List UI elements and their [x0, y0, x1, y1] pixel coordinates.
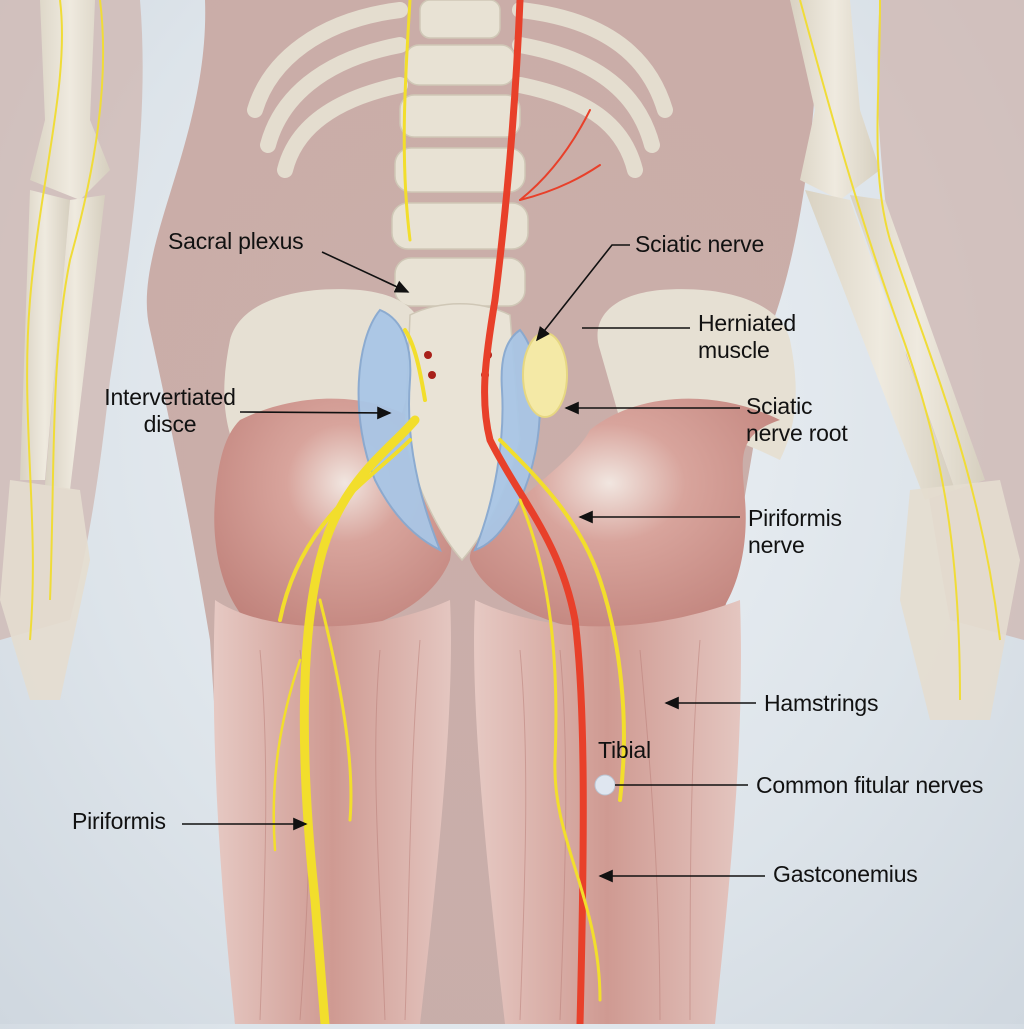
leader-lines	[182, 244, 765, 883]
tibial-nodule	[594, 774, 616, 796]
thigh-left	[213, 600, 451, 1024]
gluteus-right	[469, 398, 780, 640]
left-sciatic-nerve	[272, 328, 427, 1029]
label-piriformis: Piriformis	[72, 808, 166, 834]
label-tibial: Tibial	[598, 737, 651, 763]
right-sciatic-nerve	[402, 0, 626, 1028]
label-hamstrings: Hamstrings	[764, 690, 879, 716]
thigh-right	[474, 600, 741, 1024]
label-sciatic-nerve: Sciatic nerve	[635, 231, 765, 257]
label-common-fibular-nerves: Common fitular nerves	[756, 772, 984, 798]
rib-cage	[247, 2, 673, 178]
herniation-bulge	[522, 332, 568, 418]
left-arm	[0, 0, 143, 700]
leader-sciatic-nerve	[536, 244, 630, 342]
label-gastrocnemius: Gastconemius	[773, 861, 918, 887]
label-sciatic-nerve-root: Sciatic nerve root	[746, 393, 848, 446]
right-arm	[790, 0, 1024, 720]
leader-sacral-plexus	[321, 251, 410, 293]
label-herniated-muscle: Herniated muscle	[698, 310, 796, 363]
label-piriformis-nerve: Piriformis nerve	[748, 505, 842, 558]
label-intervertebral-disc: Intervertiated disce	[104, 384, 236, 437]
leader-intervertebral-disc	[239, 406, 392, 420]
label-sacral-plexus: Sacral plexus	[168, 228, 304, 254]
